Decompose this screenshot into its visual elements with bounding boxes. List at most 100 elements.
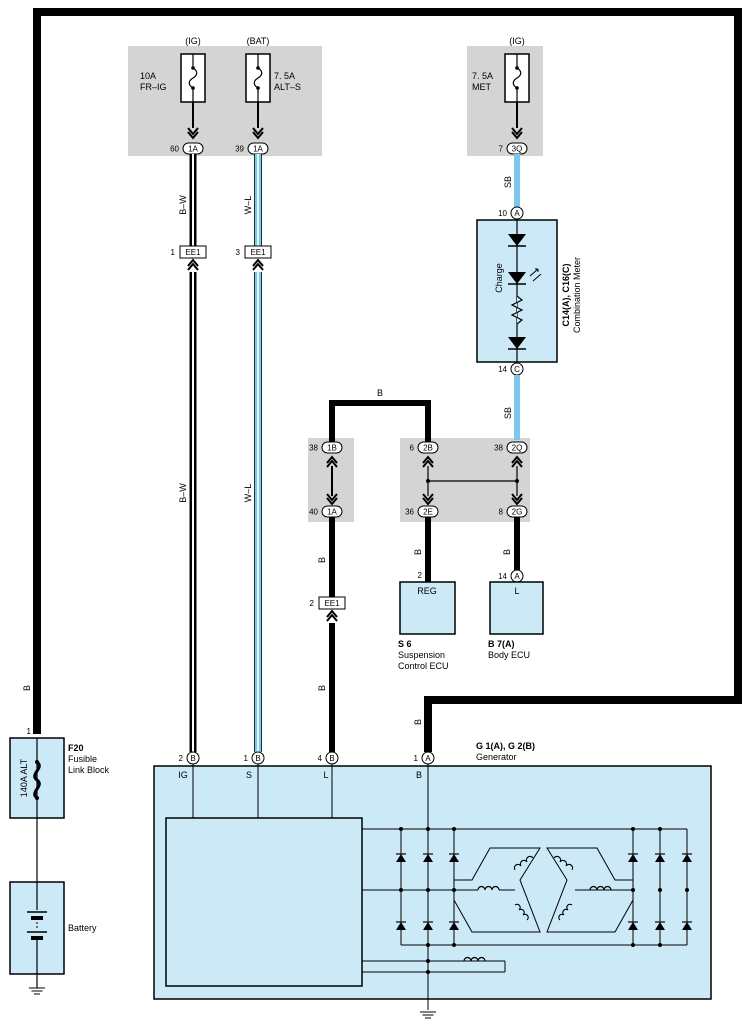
pin-met: 7 bbox=[499, 145, 504, 154]
body-ecu-box bbox=[489, 581, 544, 635]
conn-fr-ig: 1A bbox=[188, 145, 198, 154]
meter-pin-top: 10 bbox=[498, 209, 507, 218]
wire-label-b-ee1: B bbox=[317, 685, 327, 691]
meter-pin-bottom: 14 bbox=[498, 365, 507, 374]
fuse-fr-ig-rating: 10A bbox=[140, 71, 156, 81]
generator-name: Generator bbox=[476, 752, 517, 762]
fusible-name-2: Link Block bbox=[68, 765, 110, 775]
wire-w-l bbox=[254, 154, 262, 752]
wire-label-bw-top: B–W bbox=[178, 195, 188, 215]
junction-2e-pin: 36 bbox=[405, 508, 414, 517]
wire-label-b-gen: B bbox=[413, 719, 423, 725]
suspension-name-1: Suspension bbox=[398, 650, 445, 660]
fuse-alt-s-supply: (BAT) bbox=[247, 36, 270, 46]
suspension-term: REG bbox=[417, 586, 437, 596]
junction-bus bbox=[426, 466, 519, 496]
conn-met: 3Q bbox=[512, 145, 523, 154]
gen-pin-s-num: 1 bbox=[244, 754, 249, 763]
meter-conn-bottom: C bbox=[514, 365, 520, 374]
wire-b-main bbox=[33, 8, 742, 752]
meter-name: Combination Meter bbox=[572, 257, 582, 333]
gen-pin-ig-num: 2 bbox=[179, 754, 184, 763]
ee1-c-label: EE1 bbox=[324, 599, 340, 608]
wire-label-b-reg: B bbox=[413, 549, 423, 555]
ee1-a-label: EE1 bbox=[185, 248, 201, 257]
generator-ground-icon bbox=[419, 1011, 437, 1019]
junction-1b-pin: 38 bbox=[309, 444, 318, 453]
wire-label-b-l: B bbox=[502, 549, 512, 555]
conn-alt-s: 1A bbox=[253, 145, 263, 154]
ee1-b-pin: 3 bbox=[236, 248, 241, 257]
gen-term-s: S bbox=[246, 770, 252, 780]
wire-label-bw-mid: B–W bbox=[178, 483, 188, 503]
junction-1a-conn: 1A bbox=[327, 508, 337, 517]
wire-label-sb-top: SB bbox=[503, 176, 513, 188]
fuse-met-rating: 7. 5A bbox=[472, 71, 493, 81]
fuse-alt-s-rating: 7. 5A bbox=[274, 71, 295, 81]
wire-label-b-main: B bbox=[22, 685, 32, 691]
body-ecu-code: B 7(A) bbox=[488, 639, 515, 649]
gen-pin-s-conn: B bbox=[255, 754, 260, 763]
fusible-name-1: Fusible bbox=[68, 754, 97, 764]
stator-coil-3-icon bbox=[513, 855, 574, 921]
ee1-c-pin: 2 bbox=[310, 599, 315, 608]
battery-name: Battery bbox=[68, 923, 97, 933]
wire-label-b-bridge: B bbox=[377, 388, 383, 398]
wire-b-bridge bbox=[329, 400, 431, 445]
fuse-fr-ig-name: FR–IG bbox=[140, 82, 167, 92]
gen-term-l: L bbox=[323, 770, 328, 780]
meter-conn-top: A bbox=[514, 209, 520, 218]
wire-label-sb-bottom: SB bbox=[503, 407, 513, 419]
body-ecu-pin: 14 bbox=[498, 572, 507, 581]
pin-alt-s: 39 bbox=[235, 145, 244, 154]
suspension-name-2: Control ECU bbox=[398, 661, 449, 671]
junction-2e-conn: 2E bbox=[423, 508, 433, 517]
fuse-met-icon bbox=[504, 53, 530, 103]
meter-code: C14(A), C16(C) bbox=[561, 263, 571, 326]
battery-icon bbox=[27, 882, 47, 988]
fuse-alt-s-icon bbox=[245, 53, 271, 103]
fuse-fr-ig-icon bbox=[180, 53, 206, 103]
pin-fr-ig: 60 bbox=[170, 145, 179, 154]
fusible-rating: 140A ALT bbox=[19, 758, 29, 797]
gen-pin-b-conn: A bbox=[425, 754, 431, 763]
fuse-met-supply: (IG) bbox=[509, 36, 525, 46]
gen-term-b: B bbox=[416, 770, 422, 780]
junction-2g-conn: 2G bbox=[512, 508, 523, 517]
meter-charge-label: Charge bbox=[494, 263, 504, 293]
gen-pin-l-num: 4 bbox=[318, 754, 323, 763]
battery-ground-icon bbox=[28, 987, 46, 995]
fusible-pin: 1 bbox=[27, 727, 32, 736]
fusible-link-icon bbox=[33, 738, 41, 818]
junction-block-fuse-shade bbox=[128, 46, 322, 156]
gen-term-ig: IG bbox=[178, 770, 188, 780]
junction-1b-conn: 1B bbox=[327, 444, 337, 453]
gen-pin-l-conn: B bbox=[329, 754, 334, 763]
wire-label-wl-mid: W–L bbox=[243, 484, 253, 503]
body-ecu-term: L bbox=[514, 586, 519, 596]
generator-internal-circuit bbox=[165, 764, 688, 1010]
gen-pin-b-num: 1 bbox=[414, 754, 419, 763]
fusible-code: F20 bbox=[68, 743, 84, 753]
fuse-fr-ig-supply: (IG) bbox=[185, 36, 201, 46]
generator-code: G 1(A), G 2(B) bbox=[476, 741, 535, 751]
junction-1a-pin: 40 bbox=[309, 508, 318, 517]
body-ecu-name: Body ECU bbox=[488, 650, 530, 660]
suspension-code: S 6 bbox=[398, 639, 412, 649]
junction-dots bbox=[399, 827, 689, 974]
suspension-pin: 2 bbox=[418, 571, 423, 580]
suspension-ecu-box bbox=[399, 581, 456, 635]
fuse-alt-s-name: ALT–S bbox=[274, 82, 301, 92]
ee1-a-pin: 1 bbox=[171, 248, 176, 257]
ee1-b-label: EE1 bbox=[250, 248, 266, 257]
junction-2q-conn: 2Q bbox=[512, 444, 523, 453]
wire-label-wl-top: W–L bbox=[243, 196, 253, 215]
body-ecu-conn: A bbox=[514, 572, 520, 581]
fuse-met-name: MET bbox=[472, 82, 492, 92]
meter-internal-circuit bbox=[508, 219, 542, 363]
wire-label-b-left: B bbox=[317, 557, 327, 563]
gen-pin-ig-conn: B bbox=[190, 754, 195, 763]
junction-2g-pin: 8 bbox=[499, 508, 504, 517]
junction-2b-conn: 2B bbox=[423, 444, 433, 453]
